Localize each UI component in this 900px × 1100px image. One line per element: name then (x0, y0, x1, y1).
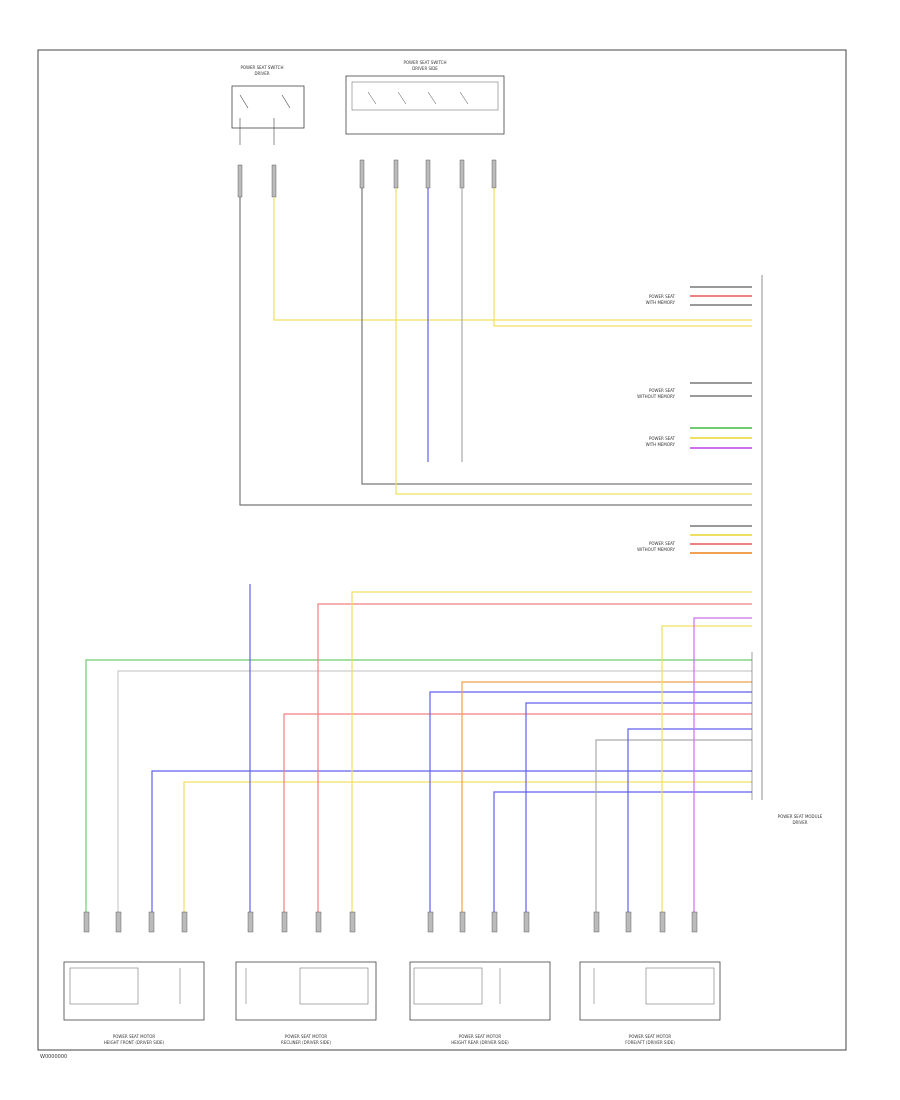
motor-4-sub: FORE/AFT (DRIVER SIDE) (625, 1040, 675, 1045)
page-code: W0000000 (40, 1054, 67, 1060)
top-switch-sub: DRIVER (254, 71, 269, 76)
module-connector-sub: DRIVER (792, 820, 807, 825)
group-1-sub: WITH MEMORY (646, 300, 676, 305)
motor-4-name: POWER SEAT MOTOR (629, 1034, 671, 1039)
group-2-sub: WITHOUT MEMORY (637, 394, 675, 399)
top-module-box (345, 75, 505, 135)
top-switch-box (231, 85, 305, 129)
group-4-label: POWER SEAT (649, 541, 676, 546)
top-module-sub: DRIVER SIDE (412, 66, 438, 71)
group-2-label: POWER SEAT (649, 388, 676, 393)
top-switch: POWER SEAT SWITCH DRIVER (231, 65, 305, 145)
motor-2-sub: RECLINER (DRIVER SIDE) (281, 1040, 331, 1045)
module-connector-name: POWER SEAT MODULE (778, 814, 823, 819)
top-module-name: POWER SEAT SWITCH (404, 60, 447, 65)
group-labels: POWER SEAT WITH MEMORY POWER SEAT WITHOU… (637, 294, 675, 552)
motor-1: POWER SEAT MOTOR HEIGHT FRONT (DRIVER SI… (63, 961, 205, 1045)
motor-1-name: POWER SEAT MOTOR (113, 1034, 155, 1039)
top-module: POWER SEAT SWITCH DRIVER SIDE (345, 60, 505, 135)
motor-1-sub: HEIGHT FRONT (DRIVER SIDE) (104, 1040, 165, 1045)
motor-3-sub: HEIGHT REAR (DRIVER SIDE) (451, 1040, 509, 1045)
upper-wires (239, 188, 752, 506)
top-connectors (237, 159, 497, 198)
lower-wires (85, 584, 753, 915)
motor-2: POWER SEAT MOTOR RECLINER (DRIVER SIDE) (235, 961, 377, 1045)
group-3-sub: WITH MEMORY (646, 442, 676, 447)
top-switch-name: POWER SEAT SWITCH (241, 65, 284, 70)
motor-4: POWER SEAT MOTOR FORE/AFT (DRIVER SIDE) (579, 961, 721, 1045)
group-4-sub: WITHOUT MEMORY (637, 547, 675, 552)
group-3-label: POWER SEAT (649, 436, 676, 441)
diagram-border (37, 49, 847, 1051)
pin-stubs (690, 286, 752, 554)
motor-3-name: POWER SEAT MOTOR (459, 1034, 501, 1039)
module-connector: POWER SEAT MODULE DRIVER (761, 275, 823, 825)
motor-2-name: POWER SEAT MOTOR (285, 1034, 327, 1039)
group-1-label: POWER SEAT (649, 294, 676, 299)
motor-3: POWER SEAT MOTOR HEIGHT REAR (DRIVER SID… (409, 961, 551, 1045)
motor-connectors (83, 911, 698, 933)
